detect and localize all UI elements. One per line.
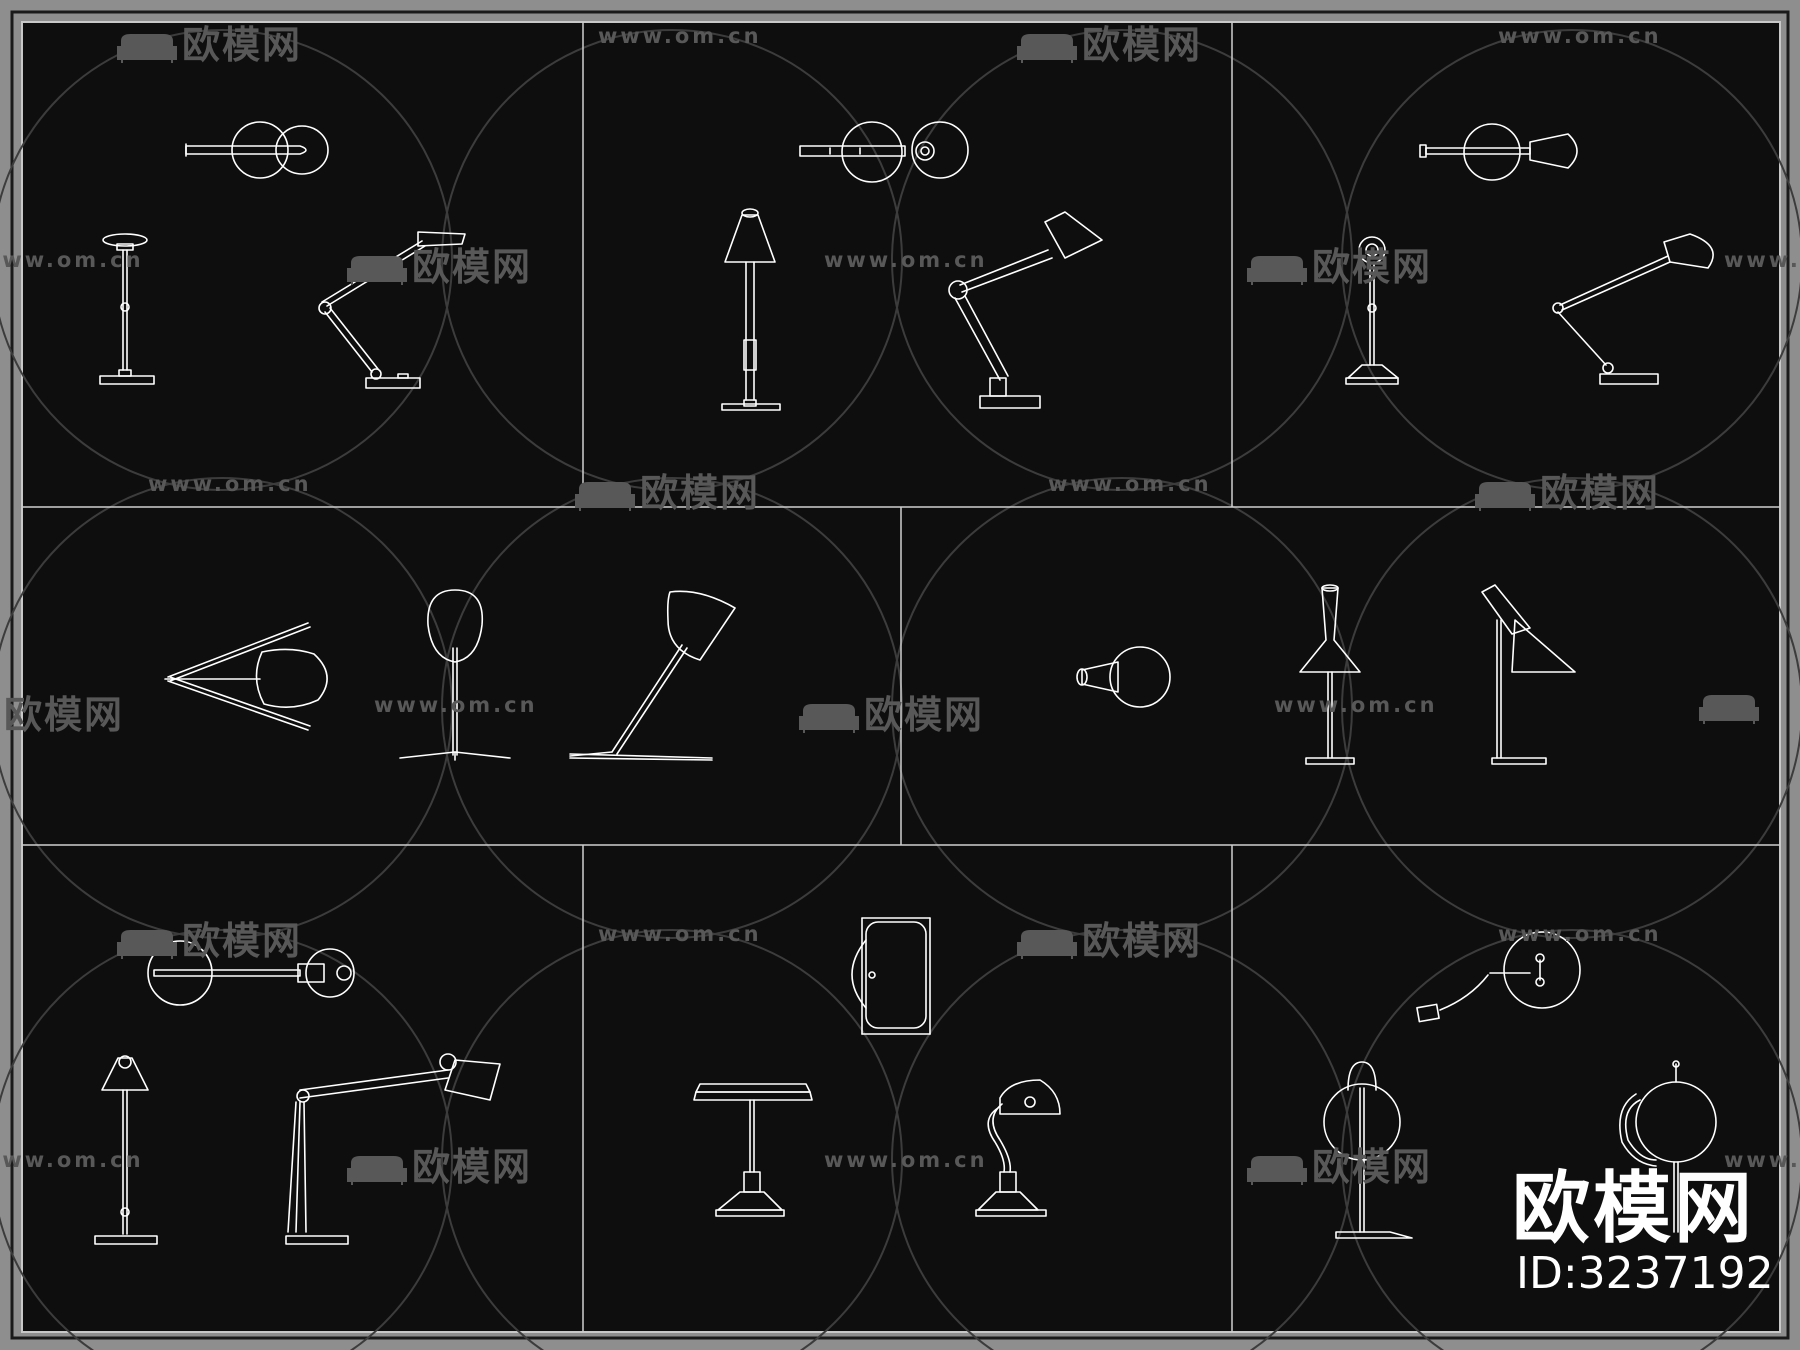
lamp-4-top-view	[164, 622, 328, 731]
lamp-2-top-view	[799, 121, 969, 183]
brand-logo-text: 欧模网	[1512, 1164, 1756, 1254]
model-id-label: ID:3237192	[1516, 1248, 1774, 1299]
lamp-7-front-view	[693, 1083, 813, 1217]
lamp-4-side-view	[569, 590, 736, 761]
lamp-5-top-view	[1076, 646, 1171, 708]
lamp-7-top-view	[851, 917, 931, 1035]
lamp-6-side-view	[285, 1053, 501, 1245]
lamp-2-side-view	[948, 211, 1103, 409]
lamp-3-side-view	[1552, 233, 1714, 385]
lamp-2-front-view	[721, 208, 781, 411]
watermark-arcs	[0, 29, 1800, 1350]
lamp-5-front-view	[1299, 584, 1361, 765]
lamp-1-top-view	[185, 121, 329, 179]
lamp-8-top-view	[1416, 931, 1581, 1023]
lamp-6-front-view	[94, 1055, 158, 1245]
lamp-8-front-view	[1323, 1061, 1413, 1239]
panel-grid	[22, 22, 1780, 1332]
lamp-1-front-view	[99, 233, 155, 385]
lamp-3-top-view	[1419, 123, 1578, 181]
lamp-8-side-view	[1619, 1060, 1717, 1233]
lamp-6-top-view	[147, 940, 355, 1006]
lamp-5-side-view	[1481, 584, 1576, 765]
lamp-3-front-view	[1345, 236, 1399, 385]
lamp-7-side-view	[975, 1079, 1061, 1217]
lamp-4-front-view	[399, 589, 511, 761]
